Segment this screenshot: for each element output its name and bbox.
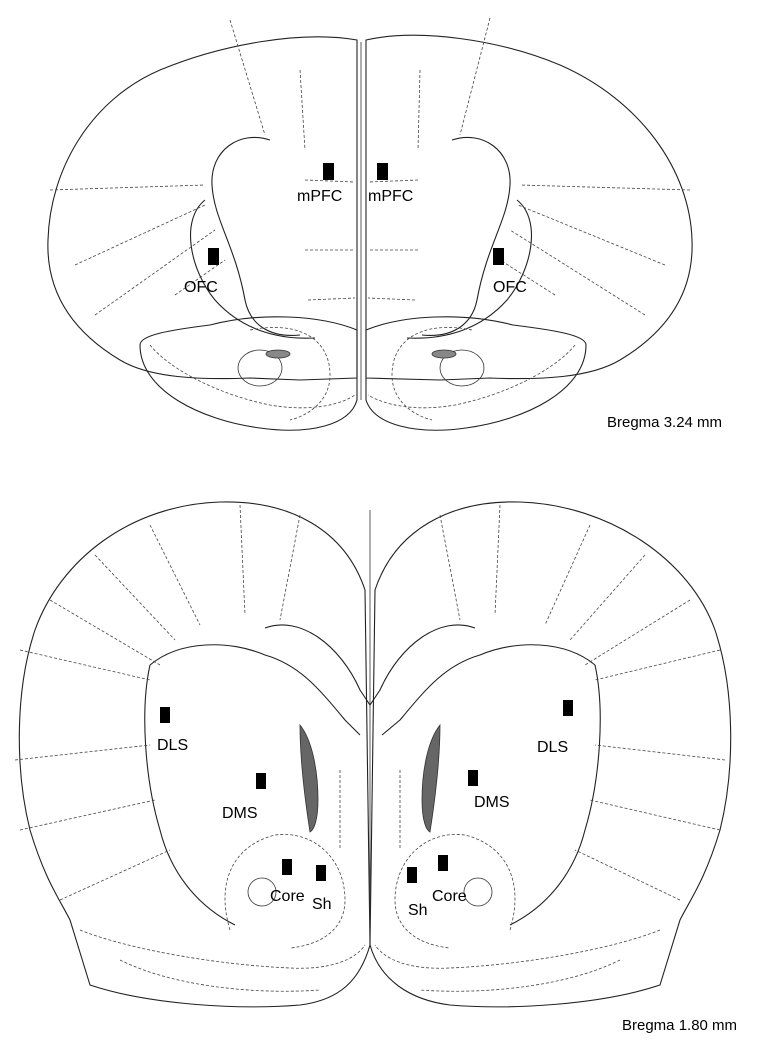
marker-core-left xyxy=(282,859,292,875)
label-dms-left: DMS xyxy=(222,805,258,822)
right-hemisphere-outline-bottom xyxy=(369,501,732,1008)
marker-core-right xyxy=(438,855,448,871)
bregma-caption-top: Bregma 3.24 mm xyxy=(607,414,722,431)
right-cortex-divisions xyxy=(367,17,691,316)
right-white-matter-inner xyxy=(406,199,533,339)
left-hemisphere-outline-bottom xyxy=(18,501,371,1008)
bregma-caption-bottom: Bregma 1.80 mm xyxy=(622,1017,737,1034)
right-cortex-divisions-bottom xyxy=(439,504,726,901)
marker-sh-right xyxy=(407,867,417,883)
marker-ofc-left xyxy=(208,248,219,265)
label-dls-right: DLS xyxy=(537,739,568,756)
section-top xyxy=(47,17,693,431)
label-dls-left: DLS xyxy=(157,737,188,754)
region-labels: mPFC mPFC OFC OFC DLS DLS DMS DMS Core C… xyxy=(157,188,568,919)
marker-dms-right xyxy=(468,770,478,786)
ventral-structures-bottom xyxy=(79,770,661,992)
left-ventricle xyxy=(299,723,319,833)
section-bottom xyxy=(14,501,732,1008)
label-ofc-left: OFC xyxy=(184,279,218,296)
label-core-right: Core xyxy=(432,888,467,905)
right-lateral-ventricle-wall xyxy=(381,644,596,736)
ventral-structures-top xyxy=(149,327,576,421)
right-striatum-outline xyxy=(509,664,601,926)
injection-markers xyxy=(160,163,573,883)
left-white-matter-inner xyxy=(189,199,316,339)
label-sh-right: Sh xyxy=(408,902,428,919)
right-hemisphere-outline xyxy=(365,34,693,381)
left-white-matter xyxy=(211,136,301,336)
marker-dls-left xyxy=(160,707,170,723)
label-dms-right: DMS xyxy=(474,794,510,811)
label-ofc-right: OFC xyxy=(493,279,527,296)
left-ventral-lobe xyxy=(139,316,358,431)
marker-dms-left xyxy=(256,773,266,789)
marker-sh-left xyxy=(316,865,326,881)
marker-mpfc-left xyxy=(323,163,334,180)
marker-ofc-right xyxy=(493,248,504,265)
left-hemisphere-outline xyxy=(47,36,358,381)
marker-dls-right xyxy=(563,700,573,716)
label-mpfc-left: mPFC xyxy=(297,188,342,205)
label-core-left: Core xyxy=(270,888,305,905)
left-striatum-outline xyxy=(144,664,236,926)
left-cortex-divisions-bottom xyxy=(14,504,301,901)
label-sh-left: Sh xyxy=(312,896,332,913)
right-ventral-lobe xyxy=(365,316,587,431)
right-ventricle xyxy=(421,723,441,833)
left-lateral-ventricle-wall xyxy=(149,644,361,736)
right-white-matter xyxy=(421,136,511,336)
label-mpfc-right: mPFC xyxy=(368,188,413,205)
left-cortex-divisions xyxy=(49,19,356,316)
marker-mpfc-right xyxy=(377,163,388,180)
